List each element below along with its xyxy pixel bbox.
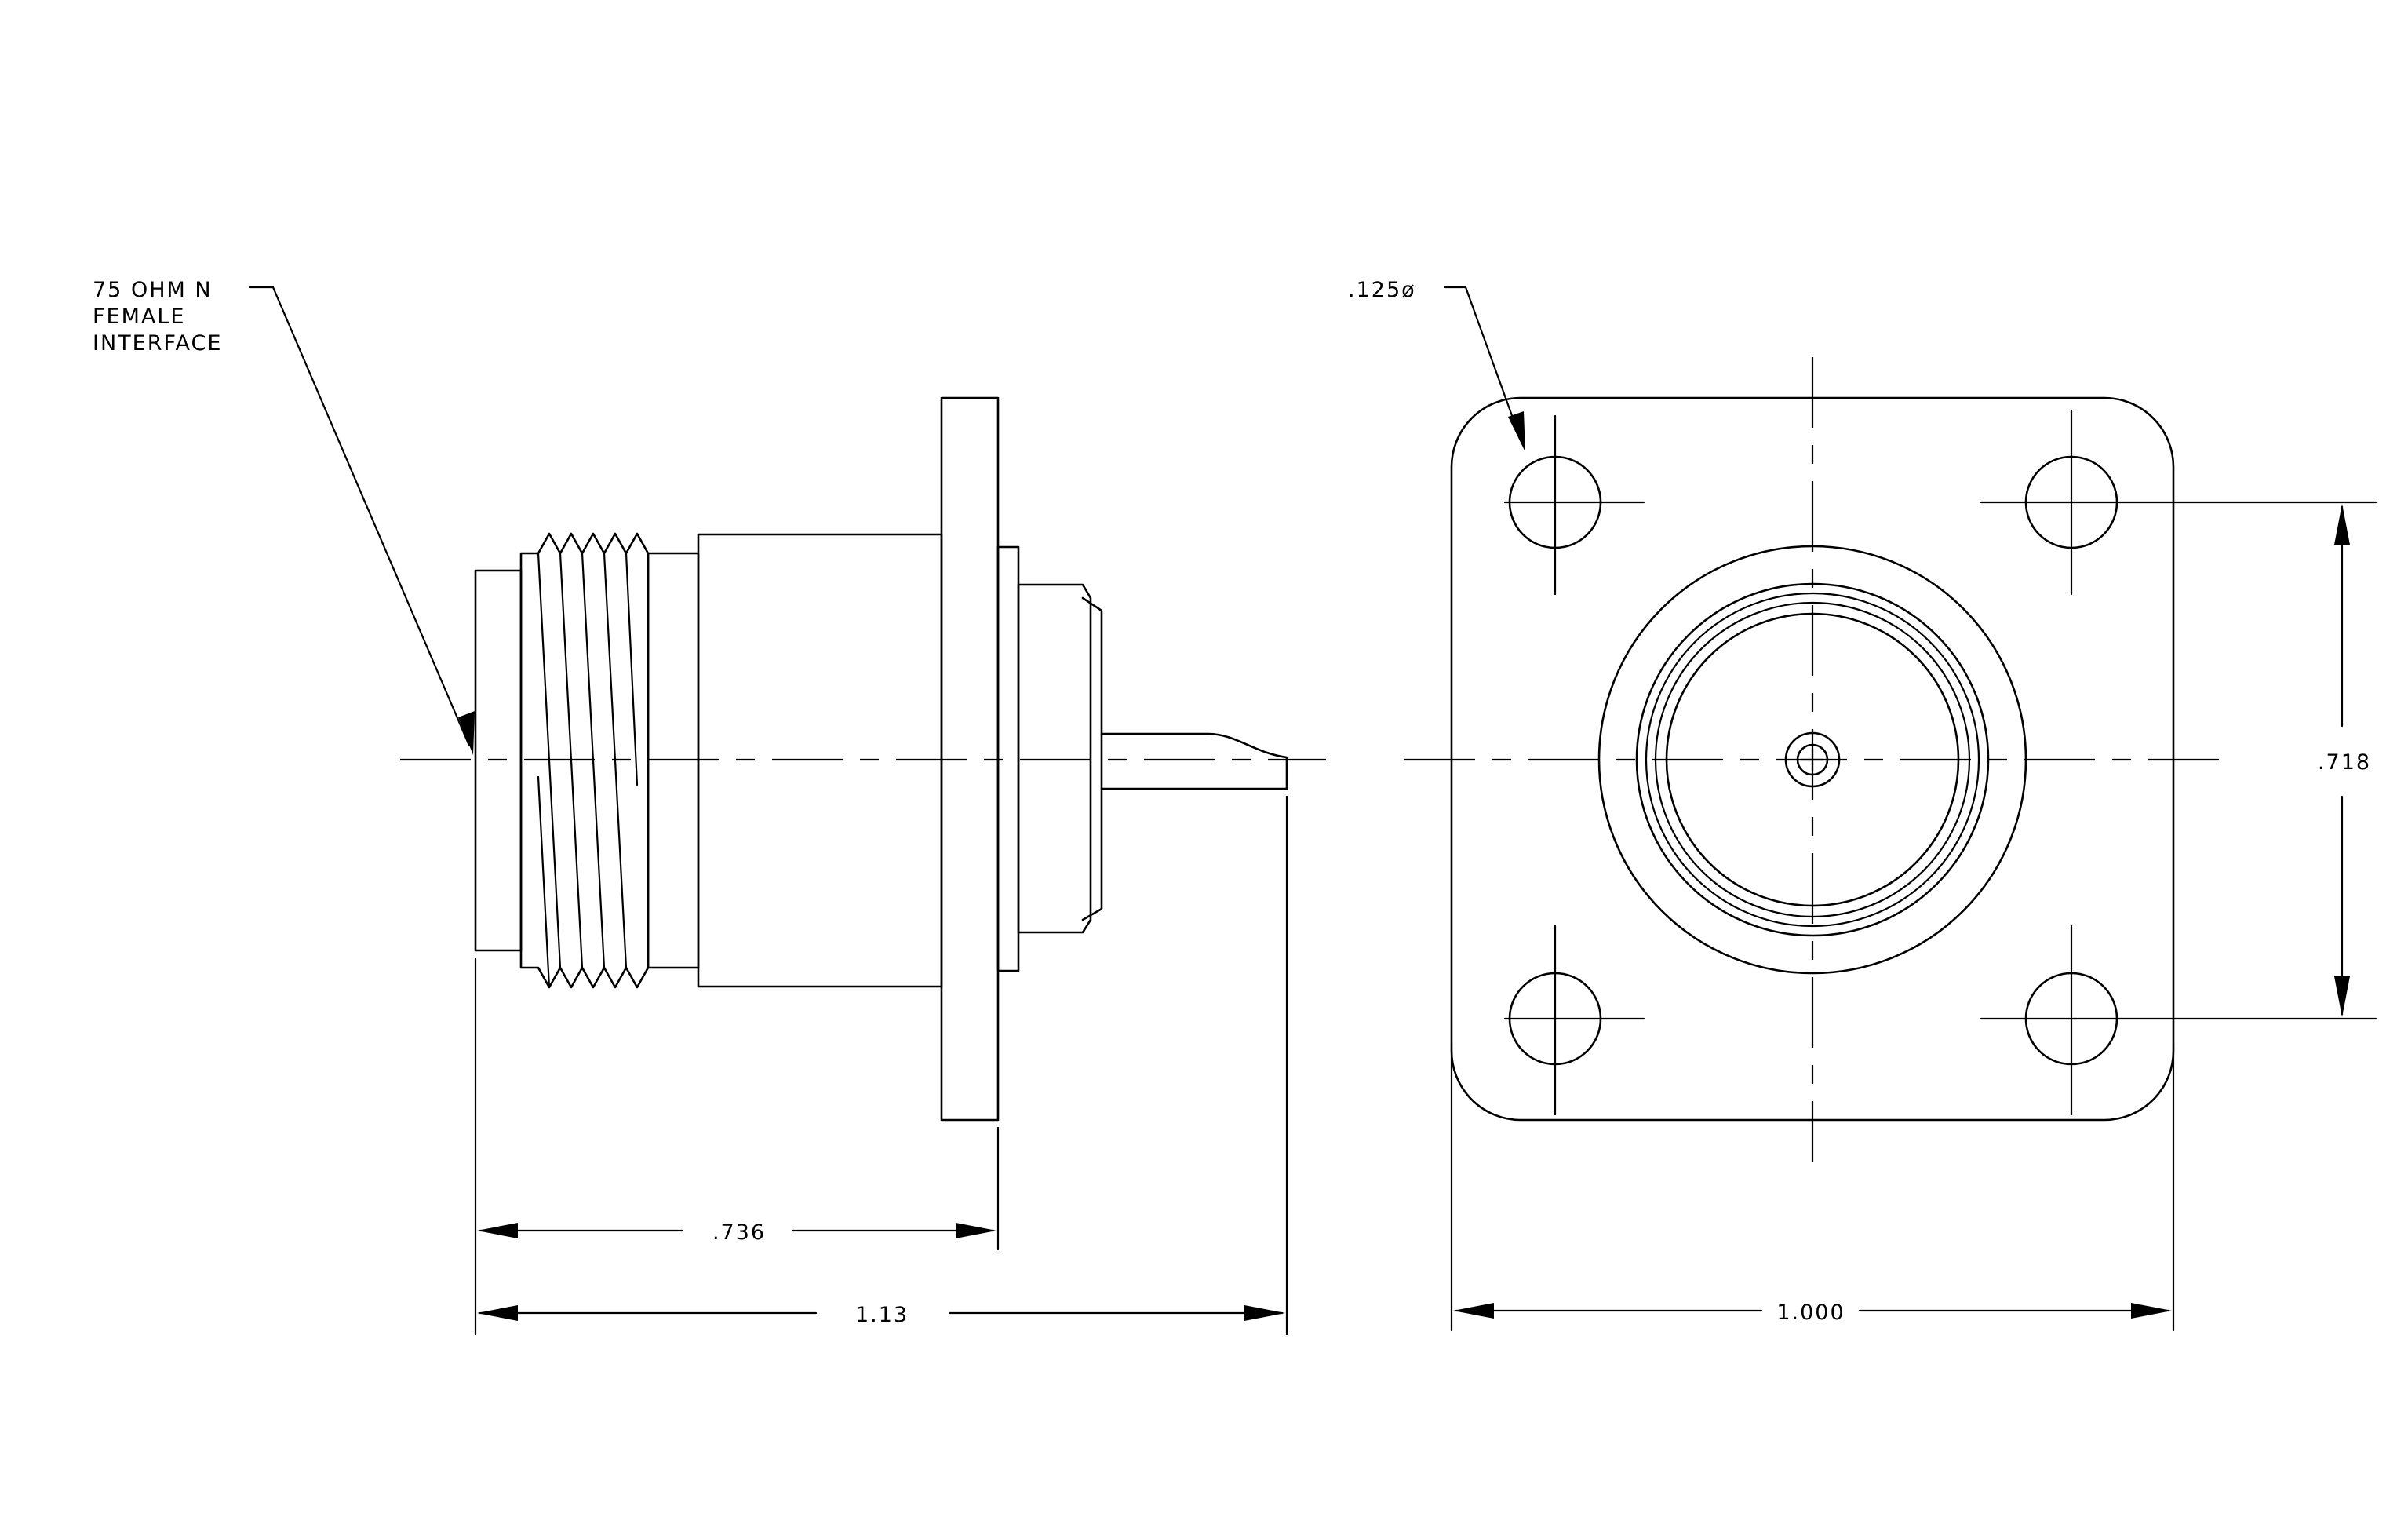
thread-circle-inner [1645,592,1980,928]
callout-hole: .125ø [1348,278,1525,452]
dim-hole-spacing: .718 [2318,504,2371,1017]
dim-label-113: 1.13 [855,1303,909,1327]
dim-flange-width: 1.000 [1453,1300,2172,1325]
arrowhead [458,711,475,755]
arrowhead [2334,976,2350,1017]
arrowhead [2131,1303,2172,1319]
mount-hole-bl [1503,925,1645,1116]
mount-hole-br [1980,925,2175,1116]
arrowhead [477,1223,518,1238]
callout-interface: 75 OHM N FEMALE INTERFACE [93,278,475,755]
arrowhead [956,1223,996,1238]
arrowhead [477,1305,518,1321]
dim-label-1000: 1.000 [1776,1300,1845,1325]
arrowhead [1244,1305,1285,1321]
callout-interface-line1: 75 OHM N [93,278,213,302]
dim-flange-length: .736 [477,1220,996,1245]
callout-hole-label: .125ø [1348,278,1416,302]
leader-line [1444,286,1522,441]
callout-interface-line3: INTERFACE [93,331,222,356]
mount-hole-tl [1503,414,1645,596]
rear-insulator [1017,583,1092,934]
mount-hole-tr [1980,409,2175,596]
arrowhead [1453,1303,1494,1319]
rear-step [1081,596,1103,921]
leader-line [248,286,471,747]
thread-lines [537,552,639,989]
dim-label-718: .718 [2318,750,2371,775]
dim-label-736: .736 [712,1220,766,1245]
callout-interface-line2: FEMALE [93,305,185,329]
dim-overall-length: 1.13 [477,1303,1285,1327]
arrowhead [1508,411,1525,452]
arrowhead [2334,504,2350,545]
contact-pin [1100,732,1288,790]
